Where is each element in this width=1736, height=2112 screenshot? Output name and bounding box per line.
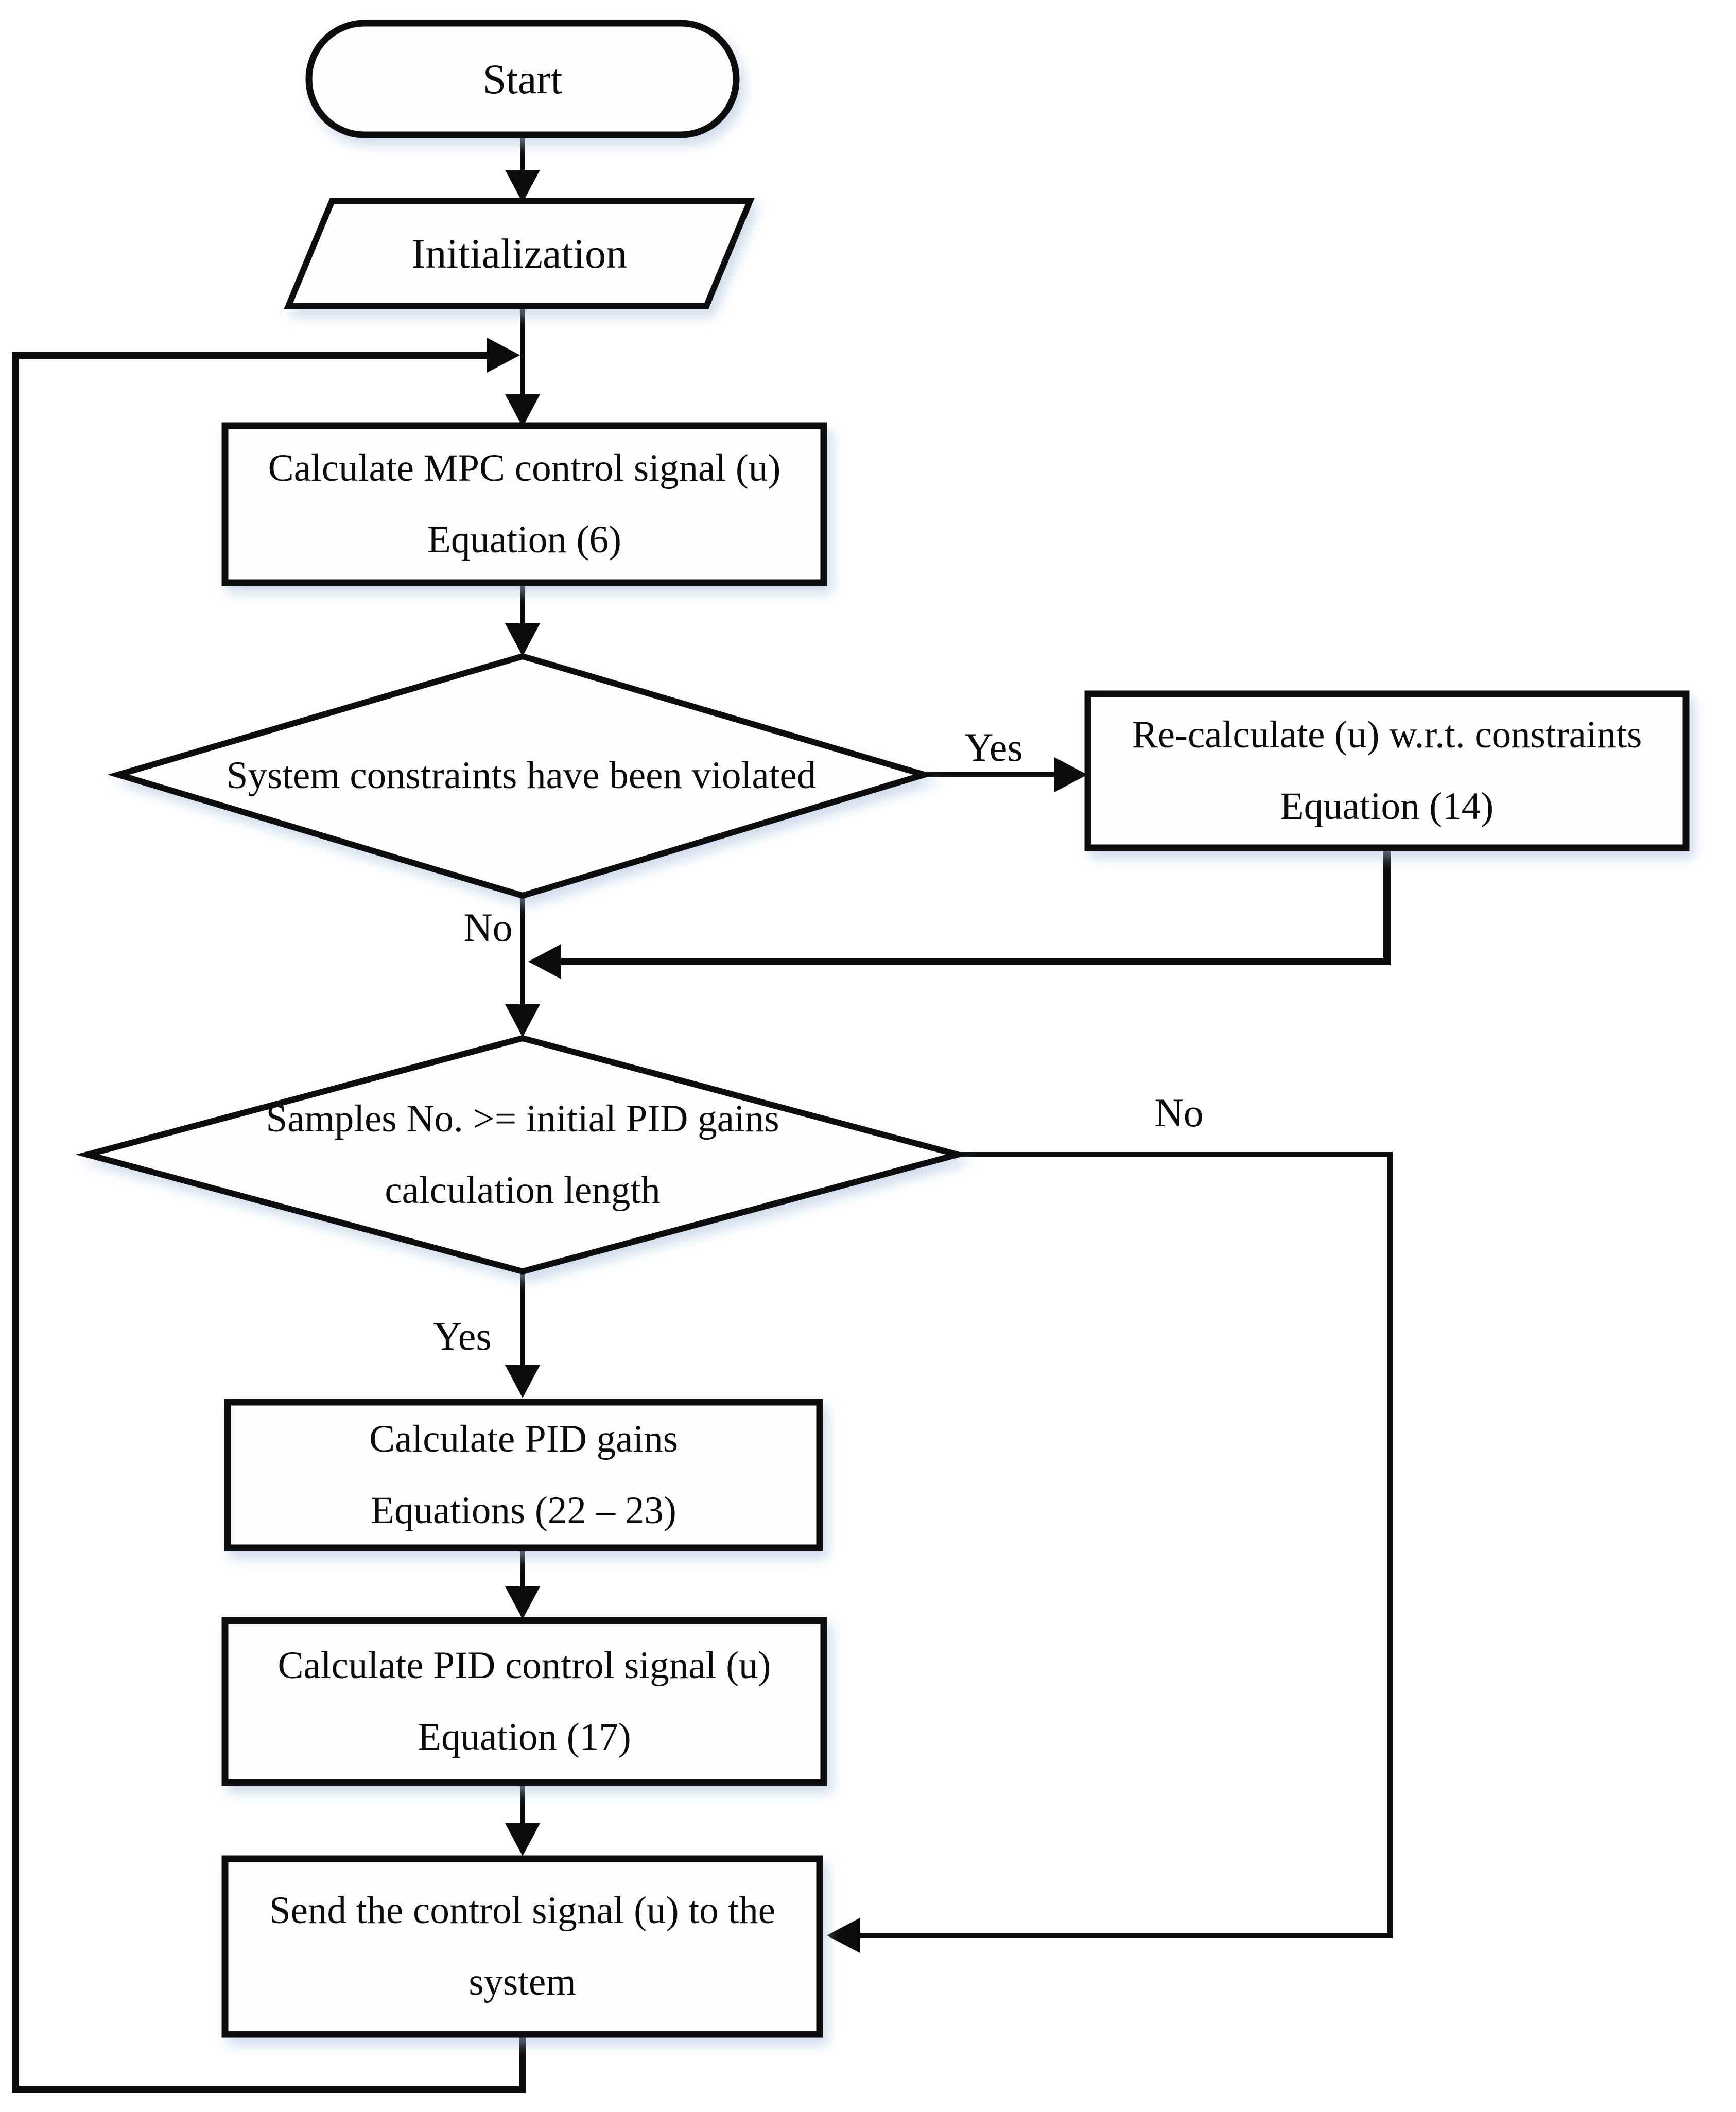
edges-group	[12, 135, 1393, 2093]
arrowhead-into-mpc	[505, 394, 540, 427]
calc-pid-signal-node-shape	[221, 1617, 827, 1786]
calc-pid-gains-node-shape	[224, 1399, 823, 1551]
edge-recalculate-feedback	[560, 848, 1391, 965]
arrowheads-group	[487, 170, 1087, 1953]
arrowhead-loop-into-main	[487, 338, 520, 373]
start-node-shape	[305, 20, 740, 138]
arrowhead-no-into-send	[827, 1918, 860, 1953]
arrowhead-into-send	[505, 1823, 540, 1856]
arrowhead-into-recalculate	[1054, 757, 1087, 792]
send-signal-node-shape	[221, 1855, 823, 2038]
arrowhead-into-samples	[505, 1004, 540, 1037]
shapes-group	[75, 20, 1690, 2038]
calc-mpc-node-shape	[221, 422, 827, 586]
arrowhead-feedback-join	[528, 944, 561, 979]
recalculate-node-shape	[1084, 690, 1690, 851]
edge-samples-no-branch	[860, 1152, 1393, 1938]
edge-loop-back	[12, 352, 526, 2093]
arrowhead-into-constraints	[505, 623, 540, 656]
initialization-node-shape	[284, 198, 755, 309]
constraints-decision-shape	[107, 653, 935, 899]
arrowhead-into-pidsignal	[505, 1586, 540, 1619]
arrowhead-into-init	[505, 170, 540, 203]
samples-decision-shape	[75, 1035, 970, 1275]
arrowhead-into-gains	[505, 1365, 540, 1398]
